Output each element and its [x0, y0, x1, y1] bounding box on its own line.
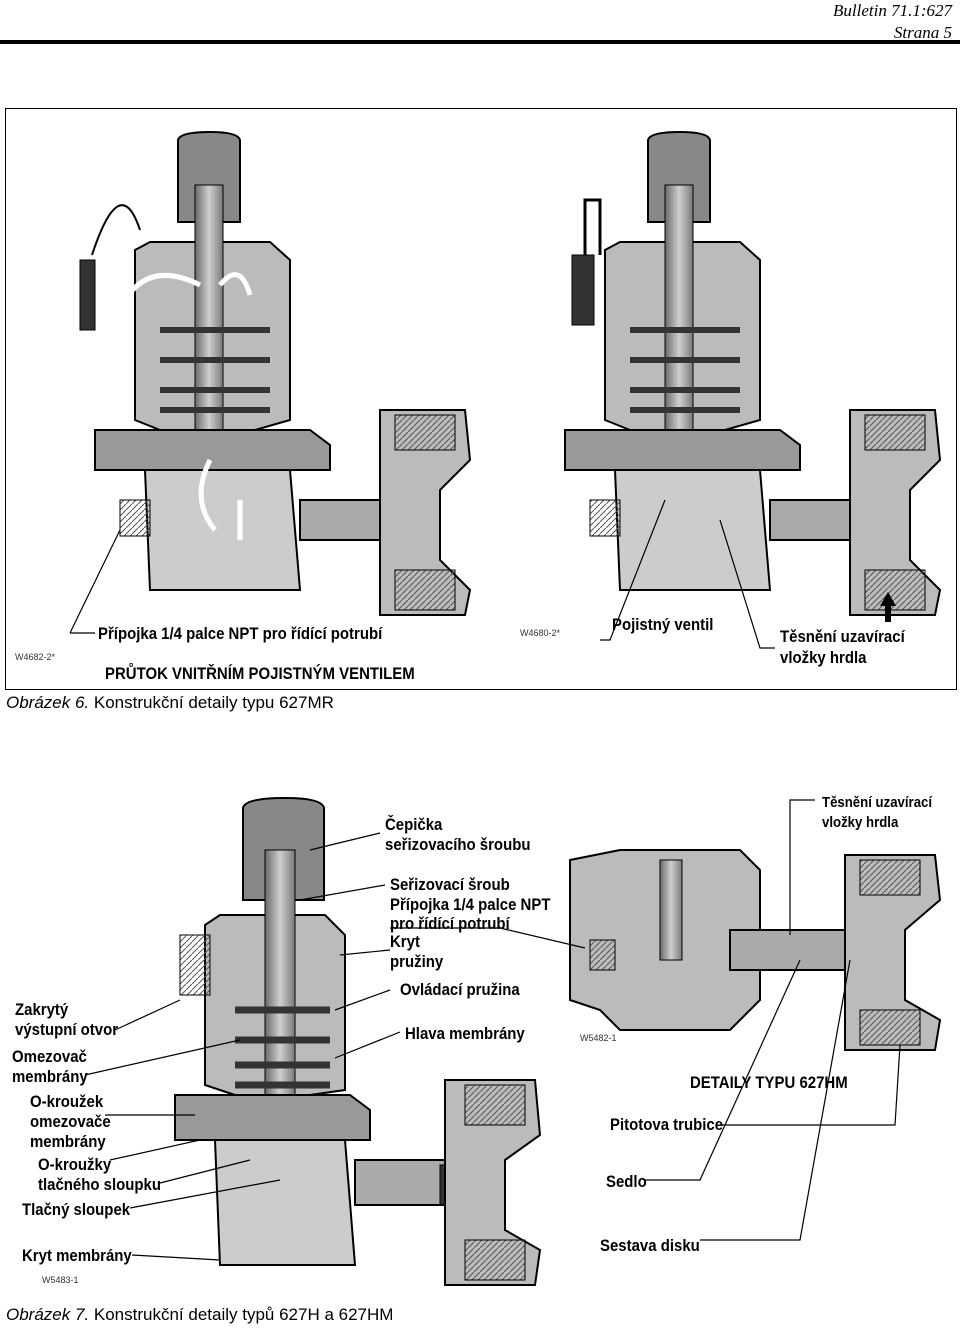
- label-push-post-orings-1: O-kroužky: [38, 1155, 112, 1174]
- label-closed-outlet-1: Zakrytý: [15, 1000, 69, 1019]
- label-control-spring: Ovládací pružina: [400, 980, 520, 999]
- label-push-post-orings-2: tlačného sloupku: [38, 1175, 162, 1194]
- label-pilot-port-2: pro řídící potrubí: [390, 914, 510, 933]
- label-details-627hm: DETAILY TYPU 627HM: [690, 1073, 848, 1092]
- label-spring-case-1: Kryt: [390, 932, 420, 951]
- label-diaphragm-limiter-2: membrány: [12, 1067, 88, 1086]
- label-limiter-oring-2: omezovače: [30, 1112, 111, 1131]
- regulator-right-drawing: [564, 130, 942, 616]
- label-seal-hm-1: Těsnění uzavírací: [822, 794, 933, 811]
- figure-6-code-left: W4682-2*: [15, 652, 56, 662]
- page-header: Bulletin 71.1:627 Strana 5: [833, 0, 952, 44]
- label-diaphragm-head: Hlava membrány: [405, 1024, 525, 1043]
- label-seal-line-2: vložky hrdla: [780, 648, 867, 667]
- label-seat: Sedlo: [606, 1172, 647, 1191]
- label-limiter-oring-3: membrány: [30, 1132, 106, 1151]
- figure-7-leaders: [84, 799, 901, 1261]
- figure-7-caption: Obrázek 7. Konstrukční detaily typů 627H…: [6, 1305, 393, 1325]
- label-internal-relief-flow: PRŮTOK VNITŘNÍM POJISTNÝM VENTILEM: [105, 664, 415, 683]
- figure-7-code-detail: W5482-1: [580, 1033, 617, 1043]
- label-adjusting-screw: Seřizovací šroub: [390, 875, 510, 894]
- label-pilot-port-1: Přípojka 1/4 palce NPT: [390, 895, 551, 914]
- figure-6-code-right: W4680-2*: [520, 628, 561, 638]
- label-seal-hm-2: vložky hrdla: [822, 814, 899, 831]
- figure-7-caption-number: Obrázek 7.: [6, 1305, 90, 1324]
- label-seal-line-1: Těsnění uzavírací: [780, 627, 905, 646]
- figure-6-caption-text: Konstrukční detaily typu 627MR: [93, 693, 334, 712]
- figure-6-caption: Obrázek 6. Konstrukční detaily typu 627M…: [6, 693, 334, 713]
- page-number: Strana 5: [893, 23, 952, 42]
- label-spring-case-2: pružiny: [390, 952, 444, 971]
- header-rule: [0, 40, 960, 44]
- figure-6-caption-number: Obrázek 6.: [6, 693, 90, 712]
- label-relief-valve: Pojistný ventil: [612, 615, 714, 634]
- label-diaphragm-case: Kryt membrány: [22, 1246, 132, 1265]
- regulator-left-drawing: [79, 130, 472, 616]
- label-pilot-port: Přípojka 1/4 palce NPT pro řídící potrub…: [98, 624, 383, 643]
- detail-627hm-drawing: [569, 849, 942, 1051]
- label-closed-outlet-2: výstupní otvor: [15, 1020, 119, 1039]
- figure-7-caption-text: Konstrukční detaily typů 627H a 627HM: [93, 1305, 394, 1324]
- label-pitot-tube: Pitotova trubice: [610, 1115, 724, 1134]
- label-adjusting-screw-cap-1: Čepička: [385, 815, 443, 834]
- regulator-627h-drawing: [174, 796, 542, 1286]
- figure-7-code-main: W5483-1: [42, 1275, 79, 1285]
- label-disk-assembly: Sestava disku: [600, 1236, 700, 1255]
- label-diaphragm-limiter-1: Omezovač: [12, 1047, 87, 1066]
- label-limiter-oring-1: O-kroužek: [30, 1092, 104, 1111]
- bulletin-number: Bulletin 71.1:627: [833, 1, 952, 20]
- label-adjusting-screw-cap-2: seřizovacího šroubu: [385, 835, 531, 854]
- label-push-post: Tlačný sloupek: [22, 1200, 131, 1219]
